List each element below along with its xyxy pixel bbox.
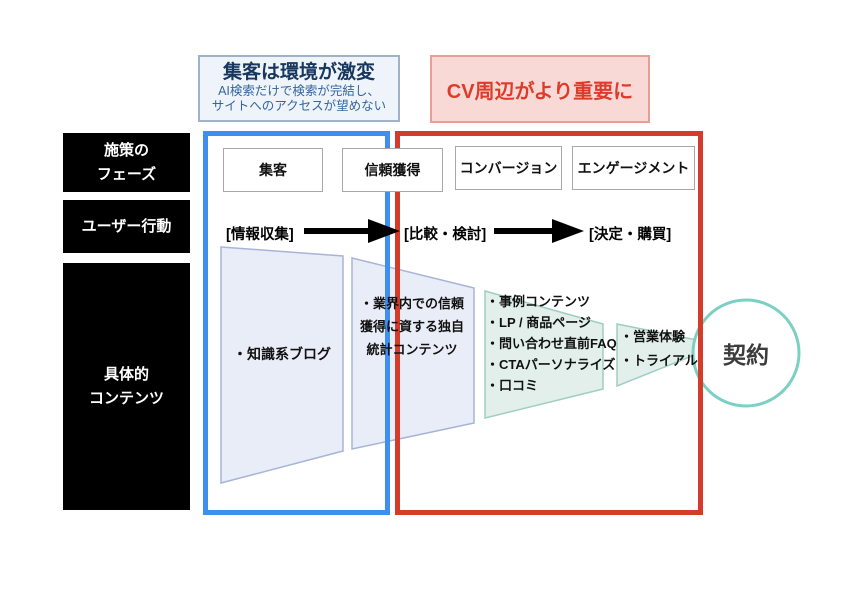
funnel-content-4-line2: ・トライアル — [620, 353, 698, 368]
row-label-content-line1: 具体的 — [103, 366, 149, 384]
row-label-phase-line1: 施策の — [103, 142, 149, 160]
funnel-content-2-line1: ・業界内での信頼 — [359, 296, 464, 311]
row-label-phase: 施策の フェーズ — [63, 133, 190, 192]
user-action-research: [情報収集] — [226, 227, 294, 243]
funnel-content-4: ・営業体験 ・トライアル — [620, 325, 710, 373]
callout-cv-title: CV周辺がより重要に — [446, 80, 634, 103]
funnel-content-3-line4: ・CTAパーソナライズ — [486, 357, 616, 372]
funnel-content-1-line1: ・知識系ブログ — [233, 346, 331, 362]
funnel-content-2-line2: 獲得に資する独自 — [359, 319, 464, 334]
funnel-content-4-line1: ・営業体験 — [620, 329, 686, 344]
callout-acquisition-subtitle-line2: サイトへのアクセスが望めない — [211, 99, 387, 114]
row-label-content-line2: コンテンツ — [88, 389, 164, 407]
row-label-content: 具体的 コンテンツ — [63, 263, 190, 510]
phase-box-conversion: コンバージョン — [455, 146, 562, 190]
funnel-content-1: ・知識系ブログ — [222, 344, 342, 364]
funnel-content-3-line1: ・事例コンテンツ — [486, 294, 591, 309]
goal-circle-label: 契約 — [723, 342, 769, 368]
callout-acquisition-title: 集客は環境が激変 — [222, 61, 375, 83]
goal-circle — [691, 298, 801, 408]
phase-box-engagement: エンゲージメント — [572, 146, 695, 190]
phase-box-acquisition: 集客 — [223, 148, 323, 192]
callout-cv: CV周辺がより重要に — [430, 55, 650, 123]
funnel-content-3: ・事例コンテンツ ・LP / 商品ページ ・問い合わせ直前FAQ ・CTAパーソ… — [486, 291, 636, 396]
funnel-content-2-line3: 統計コンテンツ — [366, 342, 458, 357]
user-action-purchase: [決定・購買] — [589, 227, 672, 243]
user-action-compare: [比較・検討] — [404, 227, 487, 243]
funnel-content-2: ・業界内での信頼 獲得に資する独自 統計コンテンツ — [348, 292, 476, 361]
callout-acquisition: 集客は環境が激変 AI検索だけで検索が完結し、 サイトへのアクセスが望めない — [198, 55, 400, 122]
funnel-segment-2-shape — [351, 257, 475, 450]
funnel-content-3-line2: ・LP / 商品ページ — [486, 315, 591, 330]
phase-box-trust: 信頼獲得 — [342, 148, 443, 192]
funnel-content-3-line5: ・口コミ — [486, 378, 539, 393]
funnel-segment-1-shape — [220, 246, 344, 484]
row-label-phase-line2: フェーズ — [96, 165, 157, 183]
row-label-user-action: ユーザー行動 — [63, 200, 190, 253]
funnel-content-3-line3: ・問い合わせ直前FAQ — [486, 336, 617, 351]
row-label-user-action-line1: ユーザー行動 — [81, 217, 172, 235]
callout-acquisition-subtitle-line1: AI検索だけで検索が完結し、 — [218, 83, 380, 98]
funnel-segment-3-shape — [484, 290, 604, 419]
